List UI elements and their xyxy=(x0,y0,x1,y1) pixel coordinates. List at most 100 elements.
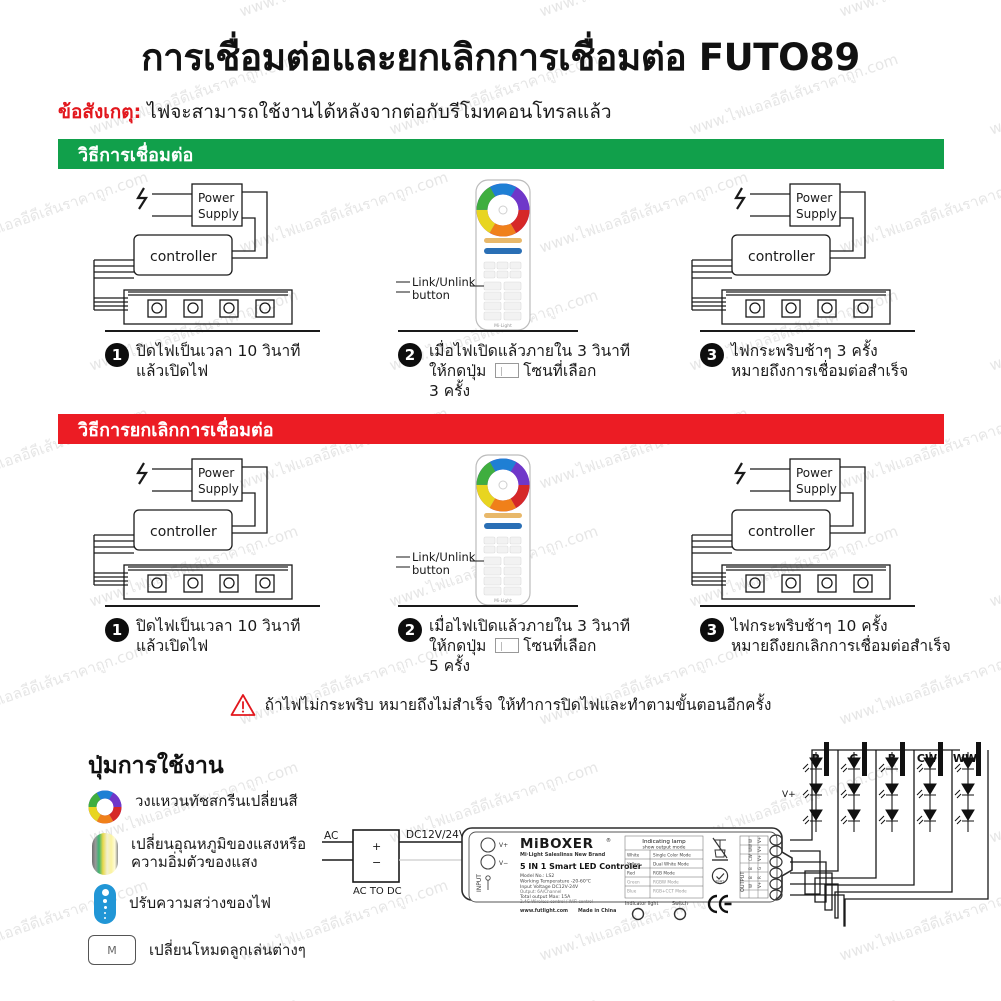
svg-text:controller: controller xyxy=(748,524,815,540)
watermark-text: www.ไฟแอลอีดีเส้นราคาถูก.com xyxy=(0,755,1,849)
watermark-text: www.ไฟแอลอีดีเส้นราคาถูก.com xyxy=(236,0,451,23)
lamp-foot-left: Indicator light xyxy=(625,901,658,907)
wiring-diagram-link-left: Power Supply controller xyxy=(92,178,342,328)
dc-label: DC12V/24V xyxy=(406,829,467,841)
controller-brand-sup: ® xyxy=(606,837,611,844)
step-unlink-3: 3 ไฟกระพริบช้าๆ 10 ครั้ง หมายถึงยกเลิกกา… xyxy=(700,617,951,657)
legend-item-color-temperature: เปลี่ยนอุณหภูมิของแสงหรือ ความอิ่มตัวของ… xyxy=(92,833,306,875)
remote-body: Mi·Light xyxy=(475,454,531,606)
zone-button-icon xyxy=(495,637,520,653)
lamp-row-color: White xyxy=(627,853,640,858)
remote-brand-label: Mi·Light xyxy=(494,323,512,329)
legend-item-color-wheel: วงแหวนทัชสกรีนเปลี่ยนสี xyxy=(88,790,298,824)
switch-button xyxy=(673,907,687,921)
legend-text: เปลี่ยนโหมดลูกเล่นต่างๆ xyxy=(149,941,306,959)
svg-text:W: W xyxy=(748,839,753,843)
watermark-text: www.ไฟแอลอีดีเส้นราคาถูก.com xyxy=(86,991,301,1001)
svg-text:Supply: Supply xyxy=(796,482,837,496)
controller-spec: Working Temperature -20-60℃ xyxy=(520,879,591,885)
svg-text:B: B xyxy=(748,876,753,879)
step-text: ปิดไฟเป็นเวลา 10 วินาที แล้วเปิดไฟ xyxy=(136,342,301,380)
watermark-text: www.ไฟแอลอีดีเส้นราคาถูก.com xyxy=(0,283,1,377)
controller-device: V+ V− INPUT MiBOXER ® Mi·Light Saleslins… xyxy=(461,827,793,921)
remote-body: Mi·Light xyxy=(475,179,531,331)
color-wheel-icon xyxy=(88,790,122,824)
svg-text:Power: Power xyxy=(796,466,832,480)
controller-footer-left: www.futlight.com xyxy=(520,908,568,914)
watermark-text: www.ไฟแอลอีดีเส้นราคาถูก.com xyxy=(0,991,1,1001)
lamp-foot-right: Switch xyxy=(672,901,688,907)
svg-text:B: B xyxy=(748,867,753,870)
cert-marks: RoHS xyxy=(707,837,732,914)
watermark-text: www.ไฟแอลอีดีเส้นราคาถูก.com xyxy=(836,0,1001,23)
controller-label: controller xyxy=(150,249,217,265)
step-text: เมื่อไฟเปิดแล้วภายใน 3 วินาที ให้กดปุ่ม … xyxy=(429,617,631,675)
controller-spec: 2.4G Wireless control / WiFi control xyxy=(520,899,593,904)
link-unlink-label-1: Link/Unlink xyxy=(412,275,476,289)
svg-text:Link/Unlink: Link/Unlink xyxy=(412,550,476,564)
svg-text:OUTPUT: OUTPUT xyxy=(740,871,746,892)
vplus-label: V+ xyxy=(782,790,796,800)
step-divider xyxy=(398,330,578,332)
legend-item-brightness: ปรับความสว่างของไฟ xyxy=(94,884,271,924)
svg-text:V+: V+ xyxy=(757,846,762,852)
svg-text:Power: Power xyxy=(198,466,234,480)
lamp-table-subtitle: show output mode xyxy=(643,845,686,851)
lamp-row-mode: RGB Mode xyxy=(653,871,675,876)
warning-text: ถ้าไฟไม่กระพริบ หมายถึงไม่สำเร็จ ให้ทำกา… xyxy=(264,696,772,714)
watermark-text: www.ไฟแอลอีดีเส้นราคาถูก.com xyxy=(686,991,901,1001)
legend-text: วงแหวนทัชสกรีนเปลี่ยนสี xyxy=(135,792,298,810)
led-diode-array xyxy=(802,752,988,832)
power-supply-label-1: Power xyxy=(198,191,234,205)
svg-text:CW: CW xyxy=(748,854,753,861)
controller-spec: Model No.: LS2 xyxy=(520,873,554,879)
step-unlink-1: 1 ปิดไฟเป็นเวลา 10 วินาที แล้วเปิดไฟ xyxy=(105,617,300,657)
lamp-table-title: Indicating lamp xyxy=(642,839,686,845)
lamp-row-color: Red xyxy=(627,871,635,876)
svg-text:R: R xyxy=(757,876,762,879)
watermark-text: www.ไฟแอลอีดีเส้นราคาถูก.com xyxy=(986,991,1001,1001)
color-wheel-icon xyxy=(476,183,530,237)
section-bar-unlink: วิธีการยกเลิกการเชื่อมต่อ xyxy=(58,414,944,444)
step-number: 2 xyxy=(398,343,422,367)
svg-text:V+: V+ xyxy=(757,855,762,861)
svg-text:button: button xyxy=(412,563,450,577)
lamp-row-mode: RGBW Mode xyxy=(653,880,679,885)
controller-tagline: Mi·Light Saleslinss New Brand xyxy=(520,852,606,858)
cct-bar xyxy=(484,238,522,243)
remote-diagram-unlink: Mi·Light Link/Unlink button xyxy=(388,453,578,608)
controller-product: 5 IN 1 Smart LED Controler xyxy=(520,862,642,871)
svg-text:controller: controller xyxy=(748,249,815,265)
svg-text:G: G xyxy=(757,867,762,870)
link-unlink-label-2: button xyxy=(412,288,450,302)
note-line: ข้อสังเกตุ: ไฟจะสามารถใช้งานได้หลังจากต่… xyxy=(58,97,612,127)
svg-text:V−: V− xyxy=(499,860,508,867)
step-number: 3 xyxy=(700,618,724,642)
svg-text:Power: Power xyxy=(796,191,832,205)
step-divider xyxy=(398,605,578,607)
power-supply-label-2: Supply xyxy=(198,207,239,221)
mode-button-icon: M xyxy=(88,935,136,965)
color-temperature-icon xyxy=(92,833,118,875)
page-title: การเชื่อมต่อและยกเลิกการเชื่อมต่อ FUTO89 xyxy=(141,36,860,79)
note-text: ไฟจะสามารถใช้งานได้หลังจากต่อกับรีโมทคอน… xyxy=(147,101,612,123)
step-divider xyxy=(105,330,320,332)
svg-text:V+: V+ xyxy=(499,842,508,849)
lamp-row-color: Blue xyxy=(627,889,637,894)
section-bar-link-label: วิธีการเชื่อมต่อ xyxy=(78,144,194,166)
step-zone-line: ให้กดปุ่ม โซนที่เลือก xyxy=(429,361,597,380)
svg-text:W: W xyxy=(748,884,753,888)
svg-text:Mi·Light: Mi·Light xyxy=(494,598,512,604)
step-text: ไฟกระพริบช้าๆ 10 ครั้ง หมายถึงยกเลิกการเ… xyxy=(731,617,951,655)
output-terminals: OUTPUT W V+ WW V+ CW V+ B G B R W xyxy=(739,834,783,901)
step-link-3: 3 ไฟกระพริบช้าๆ 3 ครั้ง หมายถึงการเชื่อม… xyxy=(700,342,908,382)
ce-icon xyxy=(707,894,732,914)
svg-text:Supply: Supply xyxy=(198,482,239,496)
step-text: ไฟกระพริบช้าๆ 3 ครั้ง หมายถึงการเชื่อมต่… xyxy=(731,342,909,380)
controller-spec: Input Voltage DC12V-24V xyxy=(520,884,579,890)
wiring-diagram-link-right: Power Supply controller xyxy=(690,178,940,328)
svg-text:WW: WW xyxy=(748,844,753,852)
step-text: เมื่อไฟเปิดแล้วภายใน 3 วินาที ให้กดปุ่ม … xyxy=(429,342,631,400)
section-bar-link: วิธีการเชื่อมต่อ xyxy=(58,139,944,169)
ac-label: AC xyxy=(324,830,338,842)
